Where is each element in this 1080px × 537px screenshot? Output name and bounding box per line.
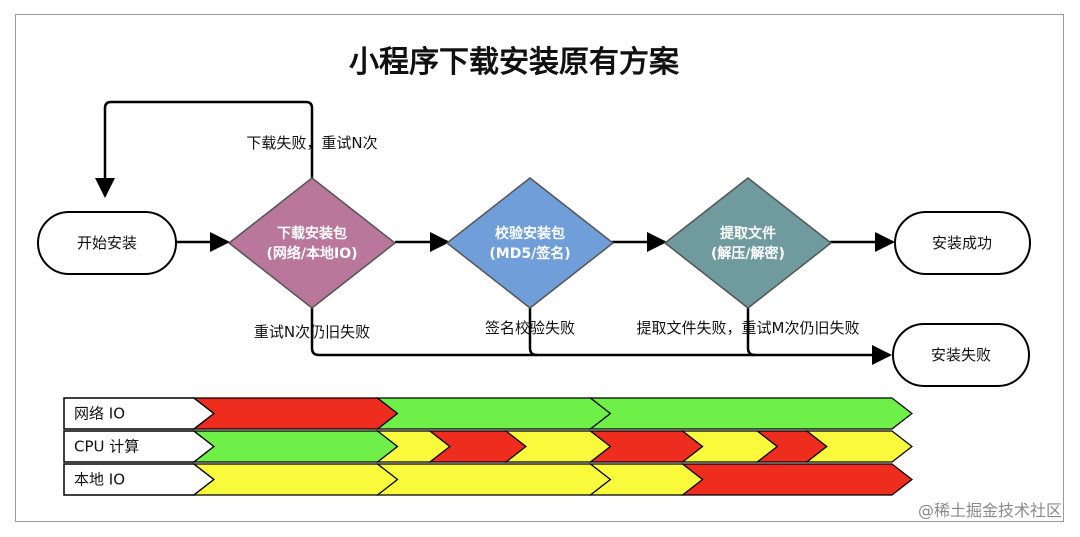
download-step: 下载安装包 (网络/本地IO) (227, 177, 397, 309)
timeline-segment-yellow (805, 430, 913, 463)
verify-diamond (445, 177, 615, 309)
download-title: 下载安装包 (277, 225, 347, 242)
fail-node-label: 安装失败 (931, 346, 991, 364)
extract-diamond (663, 177, 833, 309)
timeline-row-label: 本地 IO (74, 471, 125, 489)
timeline-row-label: 网络 IO (74, 405, 125, 423)
watermark: @稀土掘金技术社区 (918, 501, 1062, 520)
verify-title: 校验安装包 (495, 225, 565, 242)
diagram-title: 小程序下载安装原有方案 (349, 45, 680, 80)
verify-step: 校验安装包 (MD5/签名) (445, 177, 615, 309)
timeline-segment-green (192, 430, 399, 463)
fail-node: 安装失败 (892, 323, 1030, 387)
download-subtitle: (网络/本地IO) (266, 245, 357, 262)
timeline-segment-yellow (192, 463, 399, 496)
extract-subtitle: (解压/解密) (711, 245, 785, 262)
timeline-segment-red (680, 463, 913, 496)
retry-fail-label: 重试N次仍旧失败 (254, 323, 370, 341)
timeline-segment-red (192, 397, 399, 430)
retry-label: 下载失败，重试N次 (246, 134, 377, 152)
timeline-segment-green (375, 397, 612, 430)
verify-subtitle: (MD5/签名) (489, 245, 570, 262)
arrow-to-fail (310, 308, 892, 365)
timeline-row-label: CPU 计算 (74, 438, 139, 456)
extract-fail-label: 提取文件失败，重试M次仍旧失败 (637, 319, 860, 337)
timeline-segment-green (588, 397, 913, 430)
line-verify-fail (528, 308, 538, 357)
timeline-segment-yellow (375, 463, 612, 496)
success-node-label: 安装成功 (932, 234, 992, 252)
retry-loop-arrow (95, 100, 314, 198)
download-diamond (227, 177, 397, 309)
sign-fail-label: 签名校验失败 (485, 319, 575, 337)
line-extract-fail (746, 308, 756, 357)
success-node: 安装成功 (894, 211, 1031, 275)
extract-step: 提取文件 (解压/解密) (663, 177, 833, 309)
start-node: 开始安装 (37, 211, 177, 275)
extract-title: 提取文件 (720, 225, 776, 242)
start-node-label: 开始安装 (77, 234, 137, 252)
